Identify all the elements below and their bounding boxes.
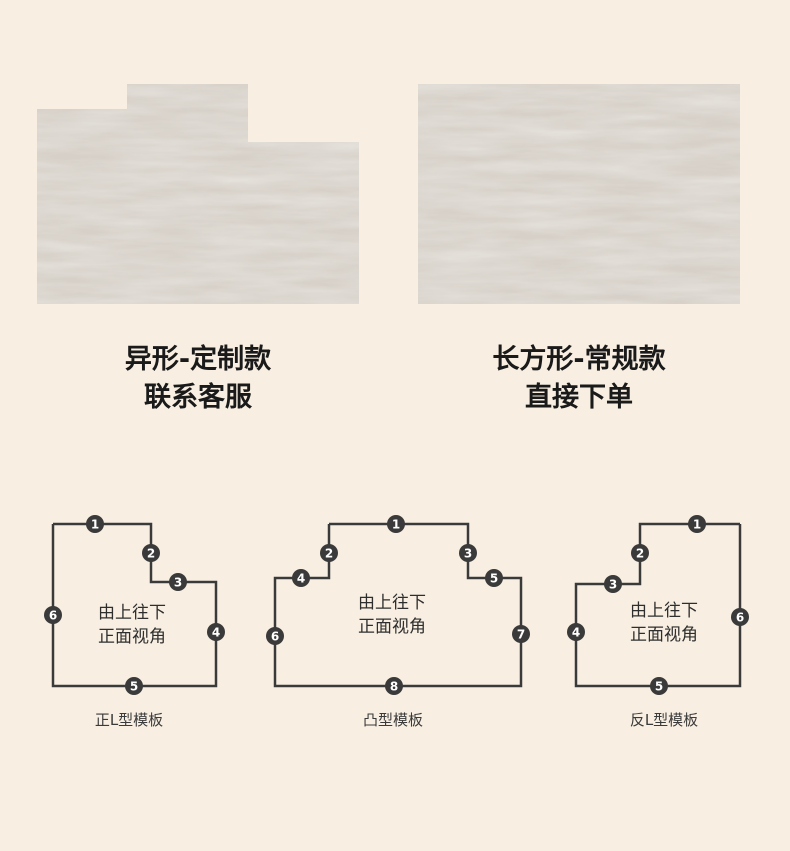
node-marker: 5 bbox=[650, 677, 668, 695]
template-convex: 由上往下 正面视角 凸型模板 1 2 3 4 5 6 7 8 bbox=[266, 515, 530, 729]
svg-text:3: 3 bbox=[174, 576, 182, 590]
template-reverse-l-name: 反L型模板 bbox=[630, 711, 698, 729]
template-reverse-l-view-line2: 正面视角 bbox=[630, 625, 698, 645]
svg-text:8: 8 bbox=[390, 680, 398, 694]
template-convex-nodes: 1 2 3 4 5 6 7 8 bbox=[266, 515, 530, 695]
template-normal-l-view-line1: 由上往下 bbox=[98, 603, 166, 623]
standard-product-caption: 长方形-常规款 直接下单 bbox=[429, 341, 729, 417]
custom-product-title: 异形-定制款 bbox=[124, 344, 272, 375]
node-marker: 2 bbox=[142, 544, 160, 562]
svg-text:2: 2 bbox=[147, 547, 155, 561]
svg-text:4: 4 bbox=[212, 626, 220, 640]
svg-text:1: 1 bbox=[392, 518, 400, 532]
node-marker: 3 bbox=[604, 575, 622, 593]
node-marker: 1 bbox=[86, 515, 104, 533]
node-marker: 6 bbox=[266, 627, 284, 645]
template-reverse-l: 由上往下 正面视角 反L型模板 1 2 3 4 5 6 bbox=[567, 515, 749, 729]
template-reverse-l-nodes: 1 2 3 4 5 6 bbox=[567, 515, 749, 695]
svg-text:7: 7 bbox=[517, 628, 525, 642]
node-marker: 5 bbox=[485, 569, 503, 587]
node-marker: 4 bbox=[292, 569, 310, 587]
custom-shape-rug-image bbox=[37, 84, 359, 304]
custom-product-caption: 异形-定制款 联系客服 bbox=[48, 341, 348, 417]
template-normal-l-name: 正L型模板 bbox=[95, 711, 163, 729]
standard-product-title: 长方形-常规款 bbox=[492, 344, 666, 375]
svg-text:3: 3 bbox=[609, 578, 617, 592]
node-marker: 5 bbox=[125, 677, 143, 695]
node-marker: 1 bbox=[688, 515, 706, 533]
node-marker: 6 bbox=[731, 608, 749, 626]
node-marker: 8 bbox=[385, 677, 403, 695]
svg-text:4: 4 bbox=[572, 626, 580, 640]
node-marker: 4 bbox=[567, 623, 585, 641]
svg-text:4: 4 bbox=[297, 572, 305, 586]
svg-text:6: 6 bbox=[49, 609, 57, 623]
template-normal-l: 由上往下 正面视角 正L型模板 1 2 3 4 5 6 bbox=[44, 515, 225, 729]
svg-text:2: 2 bbox=[636, 547, 644, 561]
node-marker: 1 bbox=[387, 515, 405, 533]
template-convex-view-line1: 由上往下 bbox=[358, 593, 426, 613]
template-reverse-l-view-line1: 由上往下 bbox=[630, 601, 698, 621]
template-convex-view-line2: 正面视角 bbox=[358, 617, 426, 637]
standard-product-subtitle: 直接下单 bbox=[525, 382, 633, 413]
rectangle-rug-image bbox=[418, 84, 740, 304]
node-marker: 6 bbox=[44, 606, 62, 624]
template-normal-l-nodes: 1 2 3 4 5 6 bbox=[44, 515, 225, 695]
template-reverse-l-outline bbox=[574, 522, 742, 688]
svg-text:6: 6 bbox=[271, 630, 279, 644]
template-normal-l-view-line2: 正面视角 bbox=[98, 627, 166, 647]
svg-text:2: 2 bbox=[325, 547, 333, 561]
node-marker: 2 bbox=[320, 544, 338, 562]
svg-text:5: 5 bbox=[490, 572, 498, 586]
svg-text:3: 3 bbox=[464, 547, 472, 561]
svg-text:5: 5 bbox=[655, 680, 663, 694]
template-convex-outline bbox=[273, 522, 523, 688]
node-marker: 3 bbox=[459, 544, 477, 562]
node-marker: 4 bbox=[207, 623, 225, 641]
svg-text:1: 1 bbox=[693, 518, 701, 532]
svg-text:6: 6 bbox=[736, 611, 744, 625]
template-normal-l-outline bbox=[51, 522, 218, 688]
node-marker: 3 bbox=[169, 573, 187, 591]
svg-text:5: 5 bbox=[130, 680, 138, 694]
svg-text:1: 1 bbox=[91, 518, 99, 532]
node-marker: 2 bbox=[631, 544, 649, 562]
template-convex-name: 凸型模板 bbox=[363, 711, 423, 729]
custom-product-subtitle: 联系客服 bbox=[144, 382, 252, 413]
node-marker: 7 bbox=[512, 625, 530, 643]
